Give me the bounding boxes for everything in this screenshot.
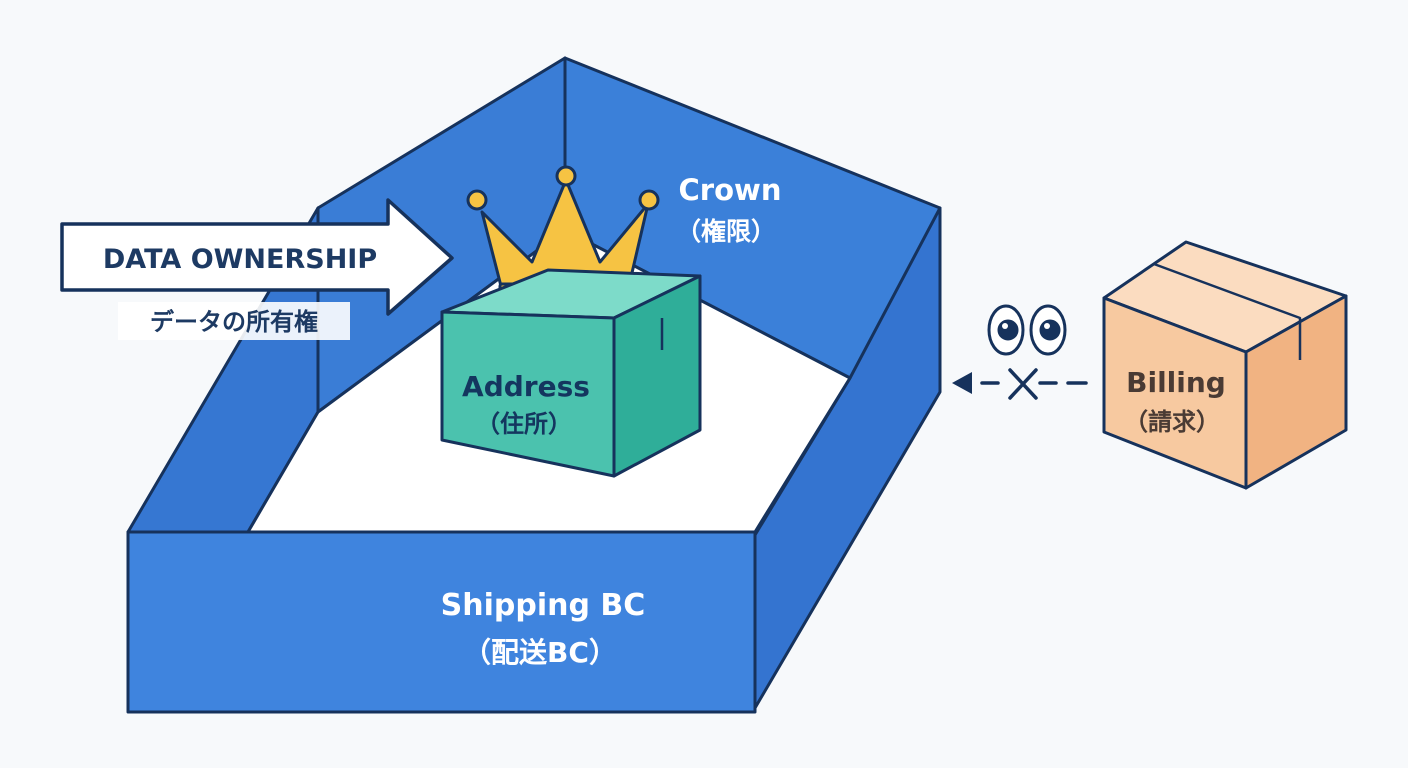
blocked-access-arrow [952,372,1088,394]
billing-title: Billing [1126,366,1226,399]
address-box-side [612,274,702,478]
boundary-wall-front [126,530,757,714]
boundary-title: Shipping BC [441,588,646,623]
address-title: Address [462,370,590,403]
arrow-shape [60,198,454,316]
boundary-subtitle: （配送BC） [463,636,617,669]
billing-subtitle: （請求） [1124,408,1220,436]
address-subtitle: （住所） [476,410,572,438]
arrow-subtitle-bg [118,302,350,340]
data-ownership-arrow: DATA OWNERSHIP [60,198,454,316]
billing-box [1102,240,1348,490]
crown-title: Crown [679,173,782,207]
arrow-subtitle: データの所有権 [150,308,318,336]
arrow-title: DATA OWNERSHIP [103,244,377,275]
eyes-icon [987,304,1067,356]
crown-subtitle: （権限） [676,217,776,246]
blocked-x-icon [1008,368,1038,400]
address-box [440,268,702,478]
billing-box-side [1244,294,1348,490]
